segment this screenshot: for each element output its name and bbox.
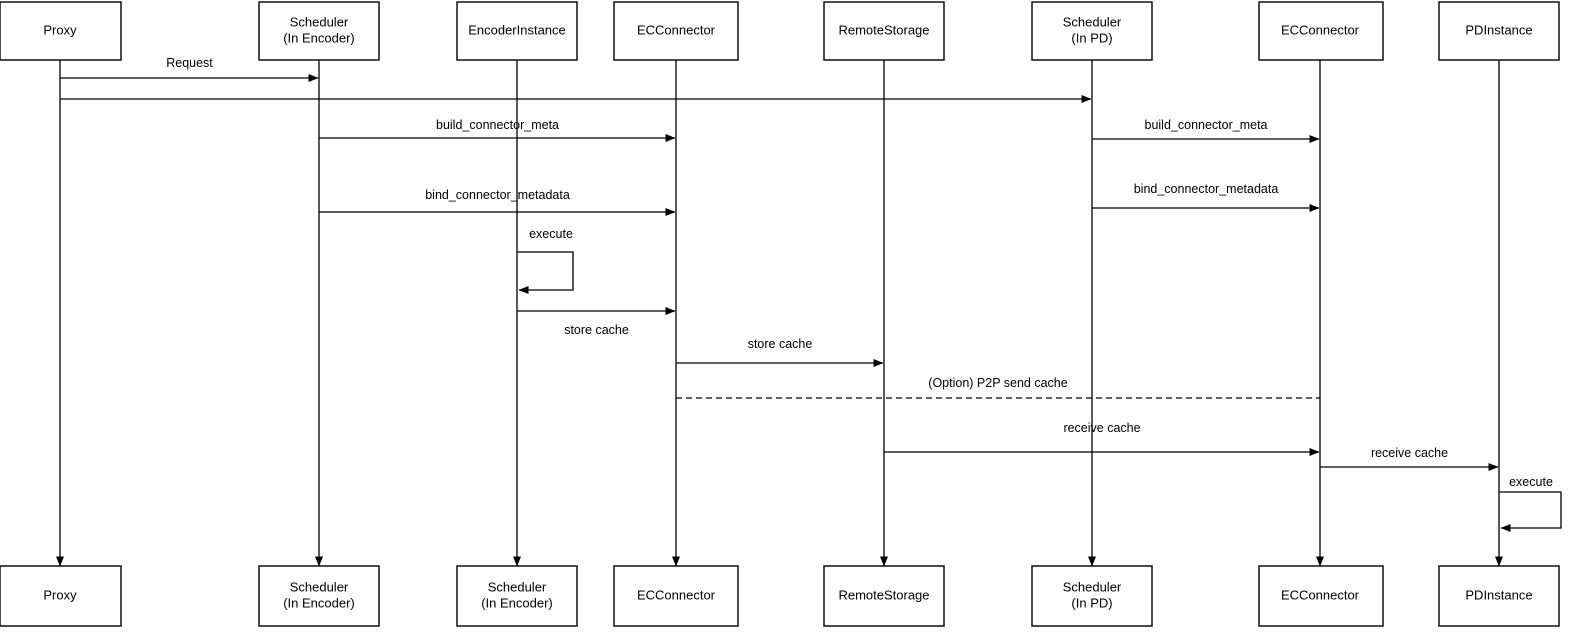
participant-bottom-label-encoder_inst: Scheduler	[488, 579, 547, 594]
participant-top-label-sched_pd: (In PD)	[1071, 30, 1112, 45]
participant-top-label-sched_pd: Scheduler	[1063, 14, 1122, 29]
participant-bottom-encoder_inst[interactable]: Scheduler(In Encoder)	[456, 565, 578, 627]
lifelines-layer	[56, 60, 1503, 567]
participant-top-pd_instance[interactable]: PDInstance	[1438, 1, 1560, 61]
messages-layer: Request build_connector_meta build_connect…	[60, 56, 1499, 471]
message-m5[interactable]: bind_connector_metadata	[319, 188, 676, 216]
participant-top-rect-proxy	[0, 1, 122, 61]
participant-top-label-sched_enc: (In Encoder)	[283, 30, 355, 45]
self-call-s2[interactable]: execute	[1499, 475, 1562, 532]
participant-bottom-remote_store[interactable]: RemoteStorage	[823, 565, 945, 627]
participant-top-sched_enc[interactable]: Scheduler(In Encoder)	[258, 1, 380, 61]
message-label-m5: bind_connector_metadata	[425, 188, 570, 202]
participant-bottom-rect-remote_store	[823, 565, 945, 627]
participant-bottom-label-ec_conn_enc: ECConnector	[637, 587, 716, 602]
participant-top-sched_pd[interactable]: Scheduler(In PD)	[1031, 1, 1153, 61]
participant-top-rect-ec_conn_enc	[613, 1, 739, 61]
participant-bottom-proxy[interactable]: Proxy	[0, 565, 122, 627]
message-m1[interactable]: Request	[60, 56, 319, 82]
message-m9[interactable]: (Option) P2P send cache	[676, 376, 1320, 399]
participant-top-encoder_inst[interactable]: EncoderInstance	[456, 1, 578, 61]
participant-top-rect-remote_store	[823, 1, 945, 61]
message-label-m10: receive cache	[1063, 421, 1140, 435]
self-calls-layer: execute execute	[517, 227, 1562, 532]
message-m7[interactable]: store cache	[517, 307, 676, 337]
participant-top-rect-pd_instance	[1438, 1, 1560, 61]
message-m4[interactable]: build_connector_meta	[1092, 118, 1320, 143]
participant-top-remote_store[interactable]: RemoteStorage	[823, 1, 945, 61]
message-label-m1: Request	[166, 56, 213, 70]
message-label-m9: (Option) P2P send cache	[928, 376, 1067, 390]
participant-top-label-sched_enc: Scheduler	[290, 14, 349, 29]
participant-bottom-rect-sched_pd	[1031, 565, 1153, 627]
message-m3[interactable]: build_connector_meta	[319, 118, 676, 142]
participant-bottom-label-encoder_inst: (In Encoder)	[481, 595, 553, 610]
participant-bottom-pd_instance[interactable]: PDInstance	[1438, 565, 1560, 627]
participant-top-proxy[interactable]: Proxy	[0, 1, 122, 61]
self-call-s1[interactable]: execute	[517, 227, 574, 294]
participant-bottom-ec_conn_pd[interactable]: ECConnector	[1258, 565, 1384, 627]
message-m10[interactable]: receive cache	[884, 421, 1320, 456]
participant-bottom-label-proxy: Proxy	[43, 587, 77, 602]
participant-top-rect-encoder_inst	[456, 1, 578, 61]
message-label-m3: build_connector_meta	[436, 118, 559, 132]
participant-top-rect-sched_pd	[1031, 1, 1153, 61]
participant-bottom-sched_pd[interactable]: Scheduler(In PD)	[1031, 565, 1153, 627]
participant-bottom-label-sched_enc: (In Encoder)	[283, 595, 355, 610]
participant-top-ec_conn_pd[interactable]: ECConnector	[1258, 1, 1384, 61]
participant-bottom-label-sched_pd: Scheduler	[1063, 579, 1122, 594]
message-label-m7: store cache	[564, 323, 629, 337]
participant-bottom-rect-sched_enc	[258, 565, 380, 627]
participant-bottom-label-sched_enc: Scheduler	[290, 579, 349, 594]
message-m8[interactable]: store cache	[676, 337, 884, 367]
participant-bottom-sched_enc[interactable]: Scheduler(In Encoder)	[258, 565, 380, 627]
participant-bottom-label-pd_instance: PDInstance	[1465, 587, 1532, 602]
message-m6[interactable]: bind_connector_metadata	[1092, 182, 1320, 212]
participant-bottom-rect-ec_conn_pd	[1258, 565, 1384, 627]
participant-top-rect-sched_enc	[258, 1, 380, 61]
participant-bottom-label-ec_conn_pd: ECConnector	[1281, 587, 1360, 602]
message-label-m6: bind_connector_metadata	[1134, 182, 1279, 196]
participant-bottom-rect-encoder_inst	[456, 565, 578, 627]
self-call-path-s1	[517, 251, 574, 294]
self-call-label-s2: execute	[1509, 475, 1553, 489]
participant-top-label-ec_conn_pd: ECConnector	[1281, 22, 1360, 37]
participant-bottom-rect-pd_instance	[1438, 565, 1560, 627]
participant-top-ec_conn_enc[interactable]: ECConnector	[613, 1, 739, 61]
participant-bottom-ec_conn_enc[interactable]: ECConnector	[613, 565, 739, 627]
self-call-path-s2	[1499, 491, 1562, 532]
message-label-m4: build_connector_meta	[1145, 118, 1268, 132]
participant-top-label-remote_store: RemoteStorage	[838, 22, 929, 37]
participant-top-label-proxy: Proxy	[43, 22, 77, 37]
message-label-m8: store cache	[748, 337, 813, 351]
participant-top-label-pd_instance: PDInstance	[1465, 22, 1532, 37]
self-call-label-s1: execute	[529, 227, 573, 241]
message-label-m11: receive cache	[1371, 446, 1448, 460]
participant-top-label-encoder_inst: EncoderInstance	[468, 22, 566, 37]
message-m11[interactable]: receive cache	[1320, 446, 1499, 471]
participant-bottom-label-sched_pd: (In PD)	[1071, 595, 1112, 610]
participant-bottom-rect-proxy	[0, 565, 122, 627]
participant-top-label-ec_conn_enc: ECConnector	[637, 22, 716, 37]
participant-bottom-label-remote_store: RemoteStorage	[838, 587, 929, 602]
participant-top-rect-ec_conn_pd	[1258, 1, 1384, 61]
participant-bottom-rect-ec_conn_enc	[613, 565, 739, 627]
